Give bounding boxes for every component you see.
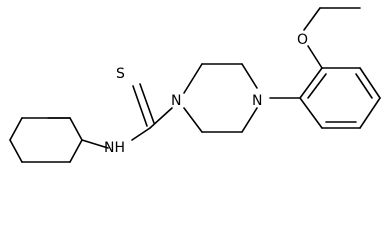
piperazine-n4-label: N bbox=[252, 93, 262, 109]
bond bbox=[303, 7, 321, 31]
bond bbox=[139, 83, 155, 124]
amine-nh-label: NH bbox=[104, 140, 125, 156]
bond bbox=[307, 45, 323, 69]
bond bbox=[69, 139, 83, 163]
bond bbox=[241, 107, 258, 133]
bond bbox=[149, 107, 173, 129]
bond bbox=[299, 97, 323, 129]
piperazine-ring bbox=[183, 63, 258, 133]
cyclohexane-ring bbox=[9, 117, 83, 163]
bond bbox=[9, 117, 23, 141]
bond bbox=[132, 85, 148, 127]
bond bbox=[359, 97, 381, 129]
bond bbox=[307, 73, 327, 99]
bond bbox=[359, 67, 381, 99]
bond bbox=[241, 63, 258, 89]
structure-canvas: S NH N N O bbox=[9, 7, 381, 163]
bond bbox=[69, 117, 83, 141]
bond bbox=[355, 73, 373, 99]
bond bbox=[9, 139, 23, 163]
bond bbox=[183, 107, 203, 133]
sulfur-atom-label: S bbox=[116, 66, 125, 82]
bond bbox=[299, 67, 323, 99]
bond bbox=[131, 127, 151, 141]
benzene-ring bbox=[299, 67, 381, 129]
chemical-structure: S NH N N O bbox=[9, 7, 381, 163]
piperazine-n1-label: N bbox=[171, 93, 181, 109]
bond bbox=[183, 63, 203, 94]
ethoxy-group bbox=[303, 7, 361, 69]
bond bbox=[81, 139, 109, 149]
ether-oxygen-label: O bbox=[297, 32, 308, 48]
thiocarbonyl-double-bond bbox=[132, 83, 155, 127]
